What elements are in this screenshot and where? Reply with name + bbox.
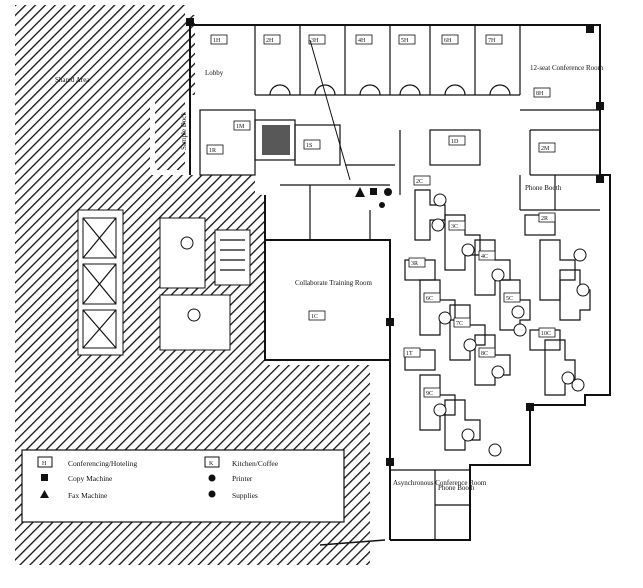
- training-room-label: Collaborate Training Room: [295, 279, 373, 287]
- room-tag-box: [263, 34, 281, 45]
- room-tag-box: [538, 327, 556, 338]
- top-left-label: Shared Area: [55, 76, 90, 84]
- room-tag: 1S: [306, 143, 312, 149]
- symbols: [262, 39, 392, 546]
- room-labels: Lobby Sample Dock 12-seat Conference Roo…: [55, 64, 604, 492]
- room-tag: 8H: [536, 91, 544, 97]
- room-tag: 7H: [488, 38, 496, 44]
- legend-copy-icon: [41, 474, 48, 481]
- room-tag-box: [398, 34, 416, 45]
- room-tag: 3R: [411, 261, 418, 267]
- room-tag: 3H: [311, 38, 319, 44]
- room-tag: 2H: [266, 38, 274, 44]
- room-tag-box: [448, 220, 466, 231]
- room-tag: 1C: [311, 314, 318, 320]
- room-tag: 2M: [541, 146, 550, 152]
- legend-h-swatch: [37, 456, 53, 468]
- room-tag: 5C: [506, 296, 513, 302]
- room-tag-box: [423, 292, 441, 303]
- workstations: [404, 189, 591, 457]
- room-tag: 2R: [541, 216, 548, 222]
- room-tag: 1D: [451, 139, 459, 145]
- room-tag: 1T: [406, 351, 413, 357]
- phone-booth-label: Phone Booth: [525, 184, 562, 192]
- room-tag: 4H: [358, 38, 366, 44]
- legend-supplies-icon: [208, 490, 216, 498]
- room-tag-box: [233, 120, 251, 131]
- room-tag-box: [206, 144, 224, 155]
- room-tag-box: [303, 139, 321, 150]
- room-tag-box: [413, 175, 431, 186]
- room-tag: 8C: [481, 351, 488, 357]
- room-tag: 6H: [444, 38, 452, 44]
- legend-printer-icon: [208, 474, 216, 482]
- room-tag: 2C: [416, 179, 423, 185]
- legend-hoteling-label: Conferencing/Hoteling: [68, 459, 137, 468]
- room-tag-box: [453, 317, 471, 328]
- room-tag: 6C: [426, 296, 433, 302]
- room-tag: 4C: [481, 254, 488, 260]
- svg-text:K: K: [209, 461, 214, 467]
- room-tag: 3C: [451, 224, 458, 230]
- room-tag: 9C: [426, 391, 433, 397]
- lobby-label: Lobby: [205, 69, 224, 77]
- legend: H Conferencing/Hoteling Copy Machine Fax…: [21, 449, 345, 523]
- outer-walls: [189, 24, 611, 541]
- room-tags: 1H 2H 3H 4H 5H 6H 7H 8H 1M 2M 1D 1S 1R 2R 3R 1T 1C 2C 3C 4C…: [206, 34, 556, 398]
- room-tag-box: [538, 212, 556, 223]
- room-tag-box: [478, 347, 496, 358]
- phone-booth-bottom-label: Phone Booth: [438, 484, 475, 492]
- legend-fax-icon: [40, 490, 49, 498]
- room-tag-box: [423, 387, 441, 398]
- room-tag-box: [210, 34, 228, 45]
- room-tag-box: [533, 87, 551, 98]
- room-tag-box: [403, 347, 421, 358]
- room-tag-box: [485, 34, 503, 45]
- sample-dock-label: Sample Dock: [180, 112, 188, 150]
- legend-copy-label: Copy Machine: [68, 474, 113, 483]
- async-conference-label: Asynchronous Conference Room: [393, 479, 487, 487]
- conference-room-label: 12-seat Conference Room: [530, 64, 604, 72]
- legend-fax-label: Fax Machine: [68, 491, 108, 500]
- legend-kitchen-label: Kitchen/Coffee: [232, 459, 279, 468]
- elevator-core: [77, 209, 251, 356]
- bottom-rooms: [186, 18, 604, 540]
- room-tag-box: [538, 142, 556, 153]
- room-tag-box: [441, 34, 459, 45]
- top-offices: [254, 25, 600, 211]
- room-tag: 5H: [401, 38, 409, 44]
- room-tag-box: [478, 250, 496, 261]
- legend-printer-label: Printer: [232, 474, 253, 483]
- legend-supplies-label: Supplies: [232, 491, 258, 500]
- room-tag-box: [308, 310, 326, 321]
- legend-k-swatch: [204, 456, 220, 468]
- room-tag: 1R: [209, 148, 216, 154]
- room-tag-box: [308, 34, 326, 45]
- room-tag-box: [448, 135, 466, 146]
- room-tag-box: [355, 34, 373, 45]
- room-tag: 7C: [456, 321, 463, 327]
- room-tag-box: [408, 257, 426, 268]
- room-tag: 10C: [541, 331, 551, 337]
- room-tag: 1M: [236, 124, 245, 130]
- room-tag: 1H: [213, 38, 221, 44]
- svg-text:H: H: [42, 461, 47, 467]
- room-tag-box: [503, 292, 521, 303]
